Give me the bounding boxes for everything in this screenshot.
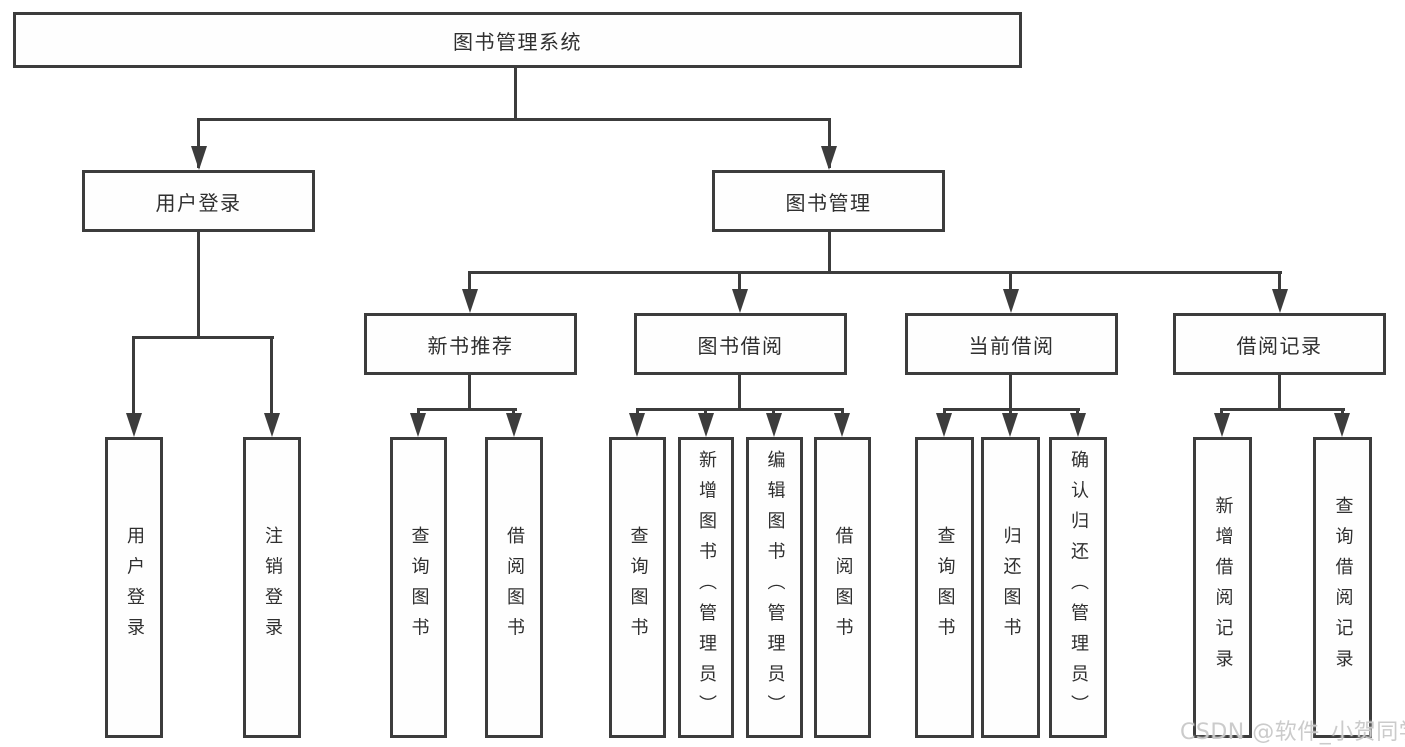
leaf-bb-borrow-books: 借阅图书 <box>814 437 871 738</box>
connector-new-book-rec-split <box>417 408 517 411</box>
leaf-rec-borrow-books: 借阅图书 <box>485 437 543 738</box>
leaf-bb-add-books-admin: 新增图书（管理员） <box>678 437 734 738</box>
connector-to-current-borrow <box>1009 271 1012 293</box>
connector-book-mgmt-stub <box>828 232 831 274</box>
node-label: 注销登录 <box>262 526 283 649</box>
leaf-logout: 注销登录 <box>243 437 301 738</box>
node-label: 查询图书 <box>408 526 430 649</box>
connector-level1-split <box>197 118 831 121</box>
node-label: 查询图书 <box>627 526 649 649</box>
node-user-login: 用户登录 <box>82 170 315 232</box>
connector-level2-split <box>468 271 1282 274</box>
arrow-down-icon <box>1334 413 1350 437</box>
node-label: 当前借阅 <box>968 333 1055 358</box>
node-new-book-rec: 新书推荐 <box>364 313 577 375</box>
node-label: 新增借阅记录 <box>1212 495 1234 680</box>
arrow-down-icon <box>766 413 782 437</box>
leaf-bb-edit-books-admin: 编辑图书（管理员） <box>746 437 803 738</box>
leaf-cb-confirm-return-admin: 确认归还（管理员） <box>1049 437 1107 738</box>
node-label: 编辑图书（管理员） <box>764 449 786 726</box>
node-label: 查询借阅记录 <box>1332 495 1354 680</box>
node-label: 新增图书（管理员） <box>696 449 717 726</box>
node-label: 用户登录 <box>124 526 145 649</box>
arrow-down-icon <box>1272 289 1288 313</box>
connector-to-ul-logout <box>270 336 273 416</box>
arrow-down-icon <box>506 413 522 437</box>
node-borrow-record: 借阅记录 <box>1173 313 1386 375</box>
connector-to-book-mgmt <box>828 118 831 168</box>
arrow-down-icon <box>1070 413 1086 437</box>
csdn-watermark: CSDN @软件_小贺同学 <box>1180 720 1405 745</box>
arrow-down-icon <box>1002 413 1018 437</box>
arrow-down-icon <box>834 413 850 437</box>
node-label: 借阅图书 <box>832 526 854 649</box>
arrow-down-icon <box>732 289 748 313</box>
node-label: 图书管理 <box>785 190 872 215</box>
node-book-management-system: 图书管理系统 <box>13 12 1022 68</box>
connector-current-borrow-stub <box>1009 375 1012 408</box>
arrow-down-icon <box>410 413 426 437</box>
node-label: 归还图书 <box>1000 526 1022 649</box>
node-label: 用户登录 <box>155 190 242 215</box>
node-label: 图书管理系统 <box>453 29 582 54</box>
leaf-br-query-record: 查询借阅记录 <box>1313 437 1372 738</box>
node-book-borrow: 图书借阅 <box>634 313 847 375</box>
arrow-down-icon <box>821 146 837 170</box>
node-label: 查询图书 <box>934 526 956 649</box>
arrow-down-icon <box>1003 289 1019 313</box>
node-label: 图书借阅 <box>697 333 784 358</box>
node-current-borrow: 当前借阅 <box>905 313 1118 375</box>
leaf-br-add-record: 新增借阅记录 <box>1193 437 1252 738</box>
arrow-down-icon <box>462 289 478 313</box>
arrow-down-icon <box>264 413 280 437</box>
connector-to-ul-login <box>132 336 135 416</box>
node-label: 确认归还（管理员） <box>1068 449 1089 726</box>
leaf-cb-return-books: 归还图书 <box>981 437 1040 738</box>
leaf-user-login: 用户登录 <box>105 437 163 738</box>
connector-to-borrow-record <box>1278 271 1281 293</box>
leaf-rec-query-books: 查询图书 <box>390 437 447 738</box>
node-book-mgmt: 图书管理 <box>712 170 945 232</box>
arrow-down-icon <box>1214 413 1230 437</box>
connector-user-login-stub <box>197 232 200 336</box>
connector-to-user-login <box>197 118 200 168</box>
node-label: 借阅记录 <box>1236 333 1323 358</box>
leaf-cb-query-books: 查询图书 <box>915 437 974 738</box>
connector-root-stub <box>514 68 517 118</box>
node-label: 新书推荐 <box>427 333 514 358</box>
node-label: 借阅图书 <box>504 526 525 649</box>
arrow-down-icon <box>191 146 207 170</box>
connector-book-borrow-split <box>636 408 844 411</box>
arrow-down-icon <box>629 413 645 437</box>
connector-new-book-rec-stub <box>468 375 471 408</box>
connector-borrow-record-stub <box>1278 375 1281 408</box>
leaf-bb-query-books: 查询图书 <box>609 437 666 738</box>
arrow-down-icon <box>698 413 714 437</box>
arrow-down-icon <box>126 413 142 437</box>
connector-book-borrow-stub <box>738 375 741 408</box>
connector-to-new-book-rec <box>468 271 471 293</box>
connector-borrow-record-split <box>1220 408 1345 411</box>
arrow-down-icon <box>936 413 952 437</box>
connector-user-login-split <box>132 336 274 339</box>
connector-to-book-borrow <box>738 271 741 293</box>
